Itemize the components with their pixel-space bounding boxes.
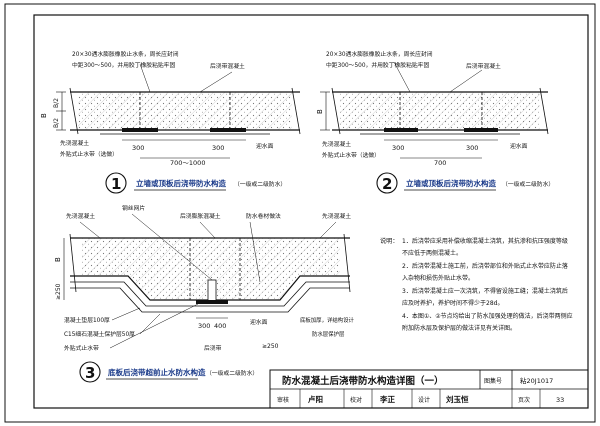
notes-heading: 说明：: [380, 237, 399, 245]
review-label: 审核: [277, 396, 289, 404]
notes-line-2: 不应低于两侧混凝土。: [402, 249, 462, 257]
detail1-dim-300a: 300: [132, 144, 144, 152]
detail2-backfill: 后浇带混凝土: [466, 62, 501, 70]
detail3-label-side: 迎水面: [250, 318, 268, 326]
outer-frame: [4, 3, 596, 423]
detail2-title: 立墙或顶板后浇带防水构造: [406, 178, 496, 188]
detail2-number-circle: [376, 172, 398, 194]
notes-line-1: 1．后浇带应采用补偿收缩混凝土浇筑，其抗渗和抗压强度等级: [402, 237, 568, 245]
drawing-title: 防水混凝土后浇带防水构造详图（一）: [282, 375, 444, 387]
notes-line-3: 2．后浇带混凝土施工前，后浇带部位和外贴式止水带应防止落: [402, 262, 568, 270]
detail1-dim-700: 700～1000: [170, 159, 205, 167]
detail3-title: 底板后浇带超前止水防水构造: [108, 367, 206, 377]
detail1-number-circle: [105, 172, 127, 194]
detail3-label-thicken: 底板加厚，详结构设计: [300, 316, 355, 324]
detail2-waterstop-left: [384, 128, 418, 132]
detail2-dim-300b: 300: [466, 144, 478, 152]
detail2-waterstop-right: [464, 128, 498, 132]
detail2-grade: （一级或二级防水）: [502, 180, 554, 188]
detail2-dim-b: B: [316, 109, 324, 114]
detail1-dim-b2a: B/2: [53, 98, 60, 108]
detail3-steel-mesh: [207, 279, 217, 303]
detail1-waterstop-right: [210, 128, 246, 132]
detail3-dim-250a: ≥250: [55, 283, 62, 300]
detail3-waterstop: [196, 300, 228, 304]
detail3-label-c15: C15细石混凝土保护层50厚: [64, 330, 135, 338]
notes: 说明： 1．后浇带应采用补偿收缩混凝土浇筑，其抗渗和抗压强度等级 不应低于两侧混…: [380, 237, 573, 332]
detail3-label-waterstop: 外贴式止水带: [64, 344, 99, 352]
detail3-dim-300: 300: [198, 322, 210, 330]
detail1-backfill: 后浇带混凝土: [210, 62, 245, 70]
detail-3: 先浇混凝土 钢丝网片 后浇膨胀混凝土 防水卷材做法 先浇混凝土 B ≥250 混…: [54, 204, 355, 383]
detail3-label-membrane: 防水卷材做法: [246, 212, 281, 220]
detail2-label-side: 迎水面: [510, 142, 528, 150]
atlas-no: 粘20J1017: [520, 376, 553, 385]
detail3-label-cushion: 混凝土垫层100厚: [64, 316, 110, 324]
detail2-note2: 中距300～500，并用胶丁橡胶粘贴牢固: [326, 61, 429, 69]
check-sign: 李正: [379, 394, 395, 404]
detail3-label-mesh: 钢丝网片: [122, 204, 145, 212]
notes-line-4: 入杂物和损伤外贴止水带。: [402, 274, 474, 282]
detail2-dim-300a: 300: [392, 144, 404, 152]
title-block: 防水混凝土后浇带防水构造详图（一） 图集号 粘20J1017 审核 卢阳 校对 …: [269, 369, 589, 409]
notes-line-5: 3．后浇带混凝土应一次浇筑，不得留设施工缝；混凝土浇筑后: [402, 287, 568, 295]
detail1-waterstop-left: [122, 128, 158, 132]
detail3-label-concrete-left: 先浇混凝土: [66, 212, 95, 220]
detail3-label-backfill: 后浇膨胀混凝土: [180, 212, 221, 220]
review-sign: 卢阳: [308, 394, 323, 404]
detail2-label-waterstop: 外贴式止水带（选做）: [322, 151, 380, 159]
detail3-number-circle: [79, 361, 101, 383]
notes-line-7: 4．本图①、②节点均给出了防水加强处理的做法，后浇带两侧应: [402, 312, 573, 320]
detail3-dim-b: B: [54, 257, 62, 262]
detail2-dim-700: 700: [434, 159, 446, 167]
detail2-label-concrete: 先浇混凝土: [322, 140, 351, 148]
detail1-title: 立墙或顶板后浇带防水构造: [136, 178, 226, 188]
detail1-label-waterstop: 外贴式止水带（选做）: [60, 150, 118, 158]
detail-2: B 20×30遇水膨胀橡胶止水条，周长应封闭 中距300～500，并用胶丁橡胶粘…: [316, 50, 554, 194]
detail1-note1: 20×30遇水膨胀橡胶止水条，周长应封闭: [72, 50, 179, 58]
inner-frame: [33, 14, 589, 409]
check-label: 校对: [350, 396, 362, 404]
notes-line-6: 应及时养护，养护时间不得少于28d。: [402, 299, 503, 307]
design-sign: 刘玉恒: [446, 394, 469, 404]
notes-line-8: 附加防水层及保护层的做法详见有关详图。: [402, 324, 516, 332]
detail3-grade: （一级或二级防水）: [206, 369, 258, 377]
page-no: 33: [556, 396, 564, 404]
detail1-grade: （一级或二级防水）: [234, 180, 286, 188]
detail3-number: 3: [85, 364, 95, 382]
detail3-dim-400: 400: [214, 322, 226, 330]
detail1-dim-b2b: B/2: [53, 118, 60, 128]
detail2-number: 2: [382, 175, 392, 193]
detail1-label-concrete: 先浇混凝土: [60, 139, 89, 147]
detail1-label-side: 迎水面: [256, 142, 274, 150]
detail-1: B B/2 B/2 20×30遇水膨胀橡胶止水条，周长应封闭 中距300～500…: [40, 50, 301, 194]
detail3-dim-250b: ≥250: [262, 343, 279, 350]
detail3-label-protect: 防水层保护层: [312, 330, 345, 338]
detail1-dim-300b: 300: [212, 144, 224, 152]
detail3-label-concrete-right: 先浇混凝土: [322, 212, 351, 220]
detail1-number: 1: [111, 175, 121, 193]
atlas-no-label: 图集号: [484, 377, 502, 385]
detail1-note2: 中距300～500，并用胶丁橡胶粘贴牢固: [72, 61, 175, 69]
detail2-note1: 20×30遇水膨胀橡胶止水条，周长应封闭: [326, 50, 433, 58]
page-label: 页次: [518, 396, 530, 404]
detail1-dim-b: B: [40, 113, 48, 118]
detail3-label-backfill-bottom: 后浇带: [204, 344, 222, 352]
design-label: 设计: [418, 396, 430, 404]
